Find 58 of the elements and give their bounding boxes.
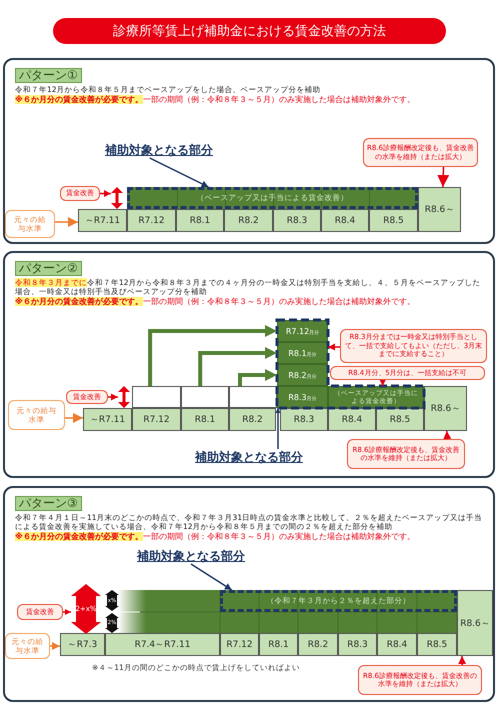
callout-pointer: [443, 430, 452, 440]
month-cell: R8.3: [338, 633, 377, 656]
callout-pointer: [328, 344, 340, 351]
month-cell: ～R7.11: [83, 408, 132, 431]
callout-pointer: [63, 609, 71, 615]
month-cell: R7.4～R7.11: [105, 633, 220, 656]
payment-cell: R8.2$_{月分}$: [277, 364, 328, 386]
month-cell: R7.12: [127, 209, 176, 232]
arrow: [149, 157, 209, 188]
month-cell: R8.5: [376, 408, 424, 431]
month-cell: R8.4: [377, 633, 417, 656]
arrow: [238, 369, 277, 386]
warning-note: ※６か月分の賃金改善が必要です。一部の期間（例：令和８年３～５月）のみ実施した場合は補助対象外です。: [15, 95, 416, 105]
month-cell: R8.6～: [457, 590, 493, 656]
pattern-heading: パターン①: [15, 68, 82, 83]
month-cell: R8.1: [176, 209, 224, 232]
pattern-heading: パターン②: [15, 261, 82, 276]
callout-pointer: [380, 380, 386, 386]
warning-note: ※６か月分の賃金改善が必要です。一部の期間（例：令和８年３～５月）のみ実施した場合は補助対象外です。: [15, 532, 416, 542]
month-cell: R7.12: [132, 408, 181, 431]
pattern-heading: パターン③: [15, 496, 82, 511]
arrow: [148, 325, 277, 386]
arrow: [198, 347, 277, 386]
pattern-panel: [3, 486, 495, 702]
callout-pointer: [50, 642, 60, 650]
pattern-panel: [3, 251, 495, 478]
month-cell: R8.2: [229, 408, 276, 431]
payment-cell: R8.1$_{月分}$: [277, 342, 328, 364]
arrow: [190, 563, 232, 591]
month-cell: R8.1: [259, 633, 298, 656]
dimension-arrow: [118, 386, 130, 408]
month-cell: ～R7.3: [60, 633, 105, 656]
dimension-arrow: [111, 187, 123, 209]
month-cell: R8.3: [273, 209, 321, 232]
payment-cell: R8.3$_{月分}$: [277, 386, 328, 408]
month-cell: R8.5: [369, 209, 418, 232]
month-cell: ～R7.11: [78, 209, 127, 232]
callout-pointer: [65, 412, 83, 423]
arrow: [276, 408, 280, 449]
callout-pointer: [100, 190, 111, 198]
callout-pointer: [108, 394, 118, 400]
month-cell: R8.3: [280, 408, 328, 431]
month-cell: R8.4: [328, 408, 376, 431]
pattern-panel: [3, 58, 495, 244]
callout-pointer: [458, 656, 466, 666]
title-banner: 診療所等賃上げ補助金における賃金改善の方法: [53, 18, 446, 44]
month-cell: R8.2: [224, 209, 273, 232]
month-cell: R8.6～: [424, 386, 467, 431]
month-cell: R8.4: [321, 209, 369, 232]
month-cell: R8.1: [181, 408, 229, 431]
month-cell: R8.6～: [418, 187, 461, 232]
callout-pointer: [437, 166, 450, 188]
month-cell: R7.12: [220, 633, 259, 656]
month-cell: R8.2: [298, 633, 338, 656]
month-cell: R8.5: [417, 633, 457, 656]
warning-note: ※６か月分の賃金改善が必要です。一部の期間（例：令和８年３～５月）のみ実施した場合は補助対象外です。: [15, 297, 416, 307]
callout-pointer: [55, 217, 78, 228]
payment-cell: R7.12$_{月分}$: [277, 320, 328, 342]
